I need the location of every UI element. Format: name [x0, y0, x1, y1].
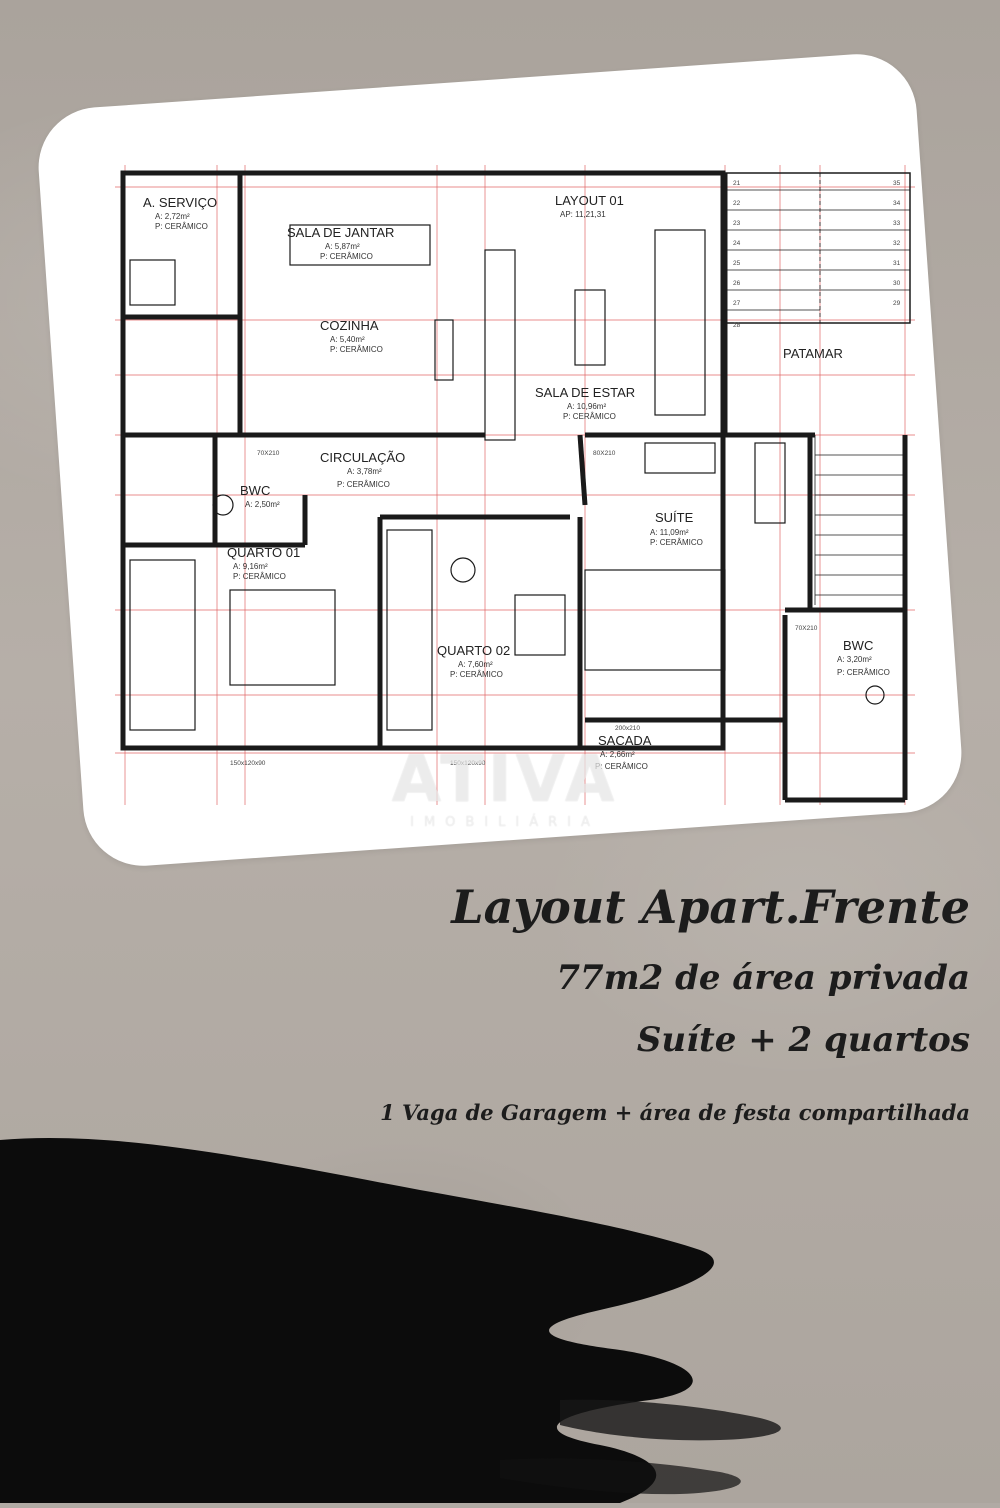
room-a-servico-name: A. SERVIÇO [143, 195, 217, 210]
room-circulacao-name: CIRCULAÇÃO [320, 450, 405, 465]
kitchen-counter [484, 249, 516, 441]
room-patamar-name: PATAMAR [783, 346, 843, 361]
staircase [724, 172, 911, 605]
caption-rooms: Suíte + 2 quartos [636, 1020, 970, 1060]
opening-labels: 70X210 80X210 70X210 150x120x90 150x120x… [230, 450, 818, 767]
svg-text:26: 26 [733, 280, 741, 287]
svg-text:27: 27 [733, 300, 741, 307]
svg-text:P: CERÂMICO: P: CERÂMICO [337, 480, 390, 489]
caption-extra: 1 Vaga de Garagem + área de festa compar… [380, 1100, 970, 1125]
laundry-sink [129, 259, 176, 306]
svg-text:80X210: 80X210 [593, 450, 616, 457]
svg-text:P: CERÂMICO: P: CERÂMICO [450, 670, 503, 679]
svg-text:24: 24 [733, 240, 741, 247]
svg-text:29: 29 [893, 300, 901, 307]
svg-text:32: 32 [893, 240, 901, 247]
room-bwc-suite-name: BWC [843, 638, 873, 653]
svg-text:21: 21 [733, 180, 741, 187]
svg-text:70X210: 70X210 [257, 450, 280, 457]
room-sala-estar-name: SALA DE ESTAR [535, 385, 635, 400]
svg-text:A: 11,09m²: A: 11,09m² [650, 528, 689, 537]
floor-plan: 21 22 23 24 25 26 27 28 35 34 33 32 31 3… [115, 165, 915, 810]
room-quarto-01-name: QUARTO 01 [227, 545, 300, 560]
svg-text:34: 34 [893, 200, 901, 207]
furniture [129, 224, 885, 731]
coffee-table [574, 289, 606, 366]
svg-text:A: 3,78m²: A: 3,78m² [347, 467, 382, 476]
chair [450, 557, 476, 583]
svg-text:25: 25 [733, 260, 741, 267]
desk [514, 594, 566, 656]
svg-text:A: 2,50m²: A: 2,50m² [245, 500, 280, 509]
wardrobe-suite [644, 442, 716, 474]
floor-plan-drawing: 21 22 23 24 25 26 27 28 35 34 33 32 31 3… [115, 165, 915, 805]
svg-text:P: CERÂMICO: P: CERÂMICO [330, 345, 383, 354]
svg-text:A: 5,40m²: A: 5,40m² [330, 335, 365, 344]
svg-text:22: 22 [733, 200, 741, 207]
svg-text:A: 10,96m²: A: 10,96m² [567, 402, 606, 411]
dining-table [289, 224, 431, 266]
svg-text:A: 2,66m²: A: 2,66m² [600, 750, 635, 759]
room-labels: LAYOUT 01 AP: 11,21,31 A. SERVIÇO A: 2,7… [143, 193, 890, 771]
stove [434, 319, 454, 381]
svg-text:A: 7,60m²: A: 7,60m² [458, 660, 493, 669]
wardrobe-quarto-02 [386, 529, 433, 731]
svg-text:28: 28 [733, 322, 741, 329]
room-quarto-02-name: QUARTO 02 [437, 643, 510, 658]
svg-text:P: CERÂMICO: P: CERÂMICO [155, 222, 208, 231]
svg-text:P: CERÂMICO: P: CERÂMICO [320, 252, 373, 261]
wardrobe-quarto-01 [129, 559, 196, 731]
room-sala-jantar-name: SALA DE JANTAR [287, 225, 394, 240]
sofa [654, 229, 706, 416]
svg-text:P: CERÂMICO: P: CERÂMICO [233, 572, 286, 581]
svg-text:A: 5,87m²: A: 5,87m² [325, 242, 360, 251]
toilet-suite [865, 685, 885, 705]
svg-text:150x120x90: 150x120x90 [450, 760, 486, 767]
room-sacada-name: SACADA [598, 733, 652, 748]
svg-text:150x120x90: 150x120x90 [230, 760, 266, 767]
room-cozinha-name: COZINHA [320, 318, 379, 333]
bed-suite [584, 569, 726, 671]
svg-text:35: 35 [893, 180, 901, 187]
svg-text:A: 2,72m²: A: 2,72m² [155, 212, 190, 221]
room-bwc-name: BWC [240, 483, 270, 498]
bed-quarto-01 [229, 589, 336, 686]
svg-text:30: 30 [893, 280, 901, 287]
svg-text:23: 23 [733, 220, 741, 227]
svg-text:P: CERÂMICO: P: CERÂMICO [563, 412, 616, 421]
svg-text:P: CERÂMICO: P: CERÂMICO [837, 668, 890, 677]
stair-numbers: 21 22 23 24 25 26 27 28 35 34 33 32 31 3… [733, 180, 901, 329]
toilet [212, 494, 234, 516]
layout-title: LAYOUT 01 [555, 193, 624, 208]
svg-text:A: 9,16m²: A: 9,16m² [233, 562, 268, 571]
svg-text:33: 33 [893, 220, 901, 227]
caption-area: 77m2 de área privada [556, 958, 970, 998]
svg-text:70X210: 70X210 [795, 625, 818, 632]
layout-area: AP: 11,21,31 [560, 210, 606, 219]
svg-text:31: 31 [893, 260, 901, 267]
svg-text:P: CERÂMICO: P: CERÂMICO [595, 762, 648, 771]
svg-text:A: 3,20m²: A: 3,20m² [837, 655, 872, 664]
room-suite-name: SUÍTE [655, 510, 694, 525]
svg-text:P: CERÂMICO: P: CERÂMICO [650, 538, 703, 547]
svg-text:200x210: 200x210 [615, 725, 640, 732]
caption-title: Layout Apart.Frente [451, 880, 970, 934]
brush-stroke [0, 1100, 1000, 1503]
wardrobe-suite-side [754, 442, 786, 524]
